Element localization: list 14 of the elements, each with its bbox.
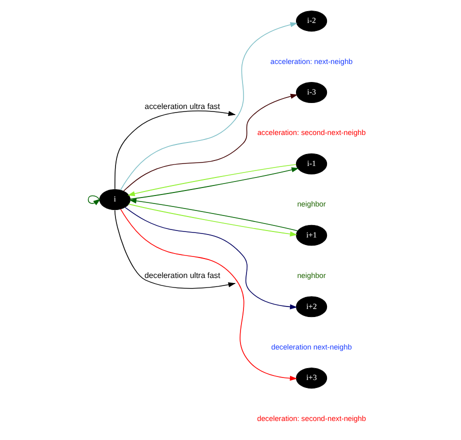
arrow — [120, 22, 298, 190]
arrow — [88, 195, 101, 206]
node-ellipse: i-1 — [296, 153, 328, 174]
arrow — [123, 94, 298, 192]
node-ellipse: i-2 — [296, 10, 328, 32]
node-ellipse: i — [99, 189, 130, 210]
arrow — [120, 208, 298, 381]
arrow — [128, 204, 298, 236]
node-ellipse: i+2 — [296, 296, 328, 318]
node-ellipse: i+3 — [296, 368, 328, 389]
arrow — [124, 206, 298, 310]
arrow — [129, 198, 298, 232]
node-ellipse: i-3 — [296, 82, 328, 103]
node-ellipse: i+1 — [296, 224, 328, 246]
